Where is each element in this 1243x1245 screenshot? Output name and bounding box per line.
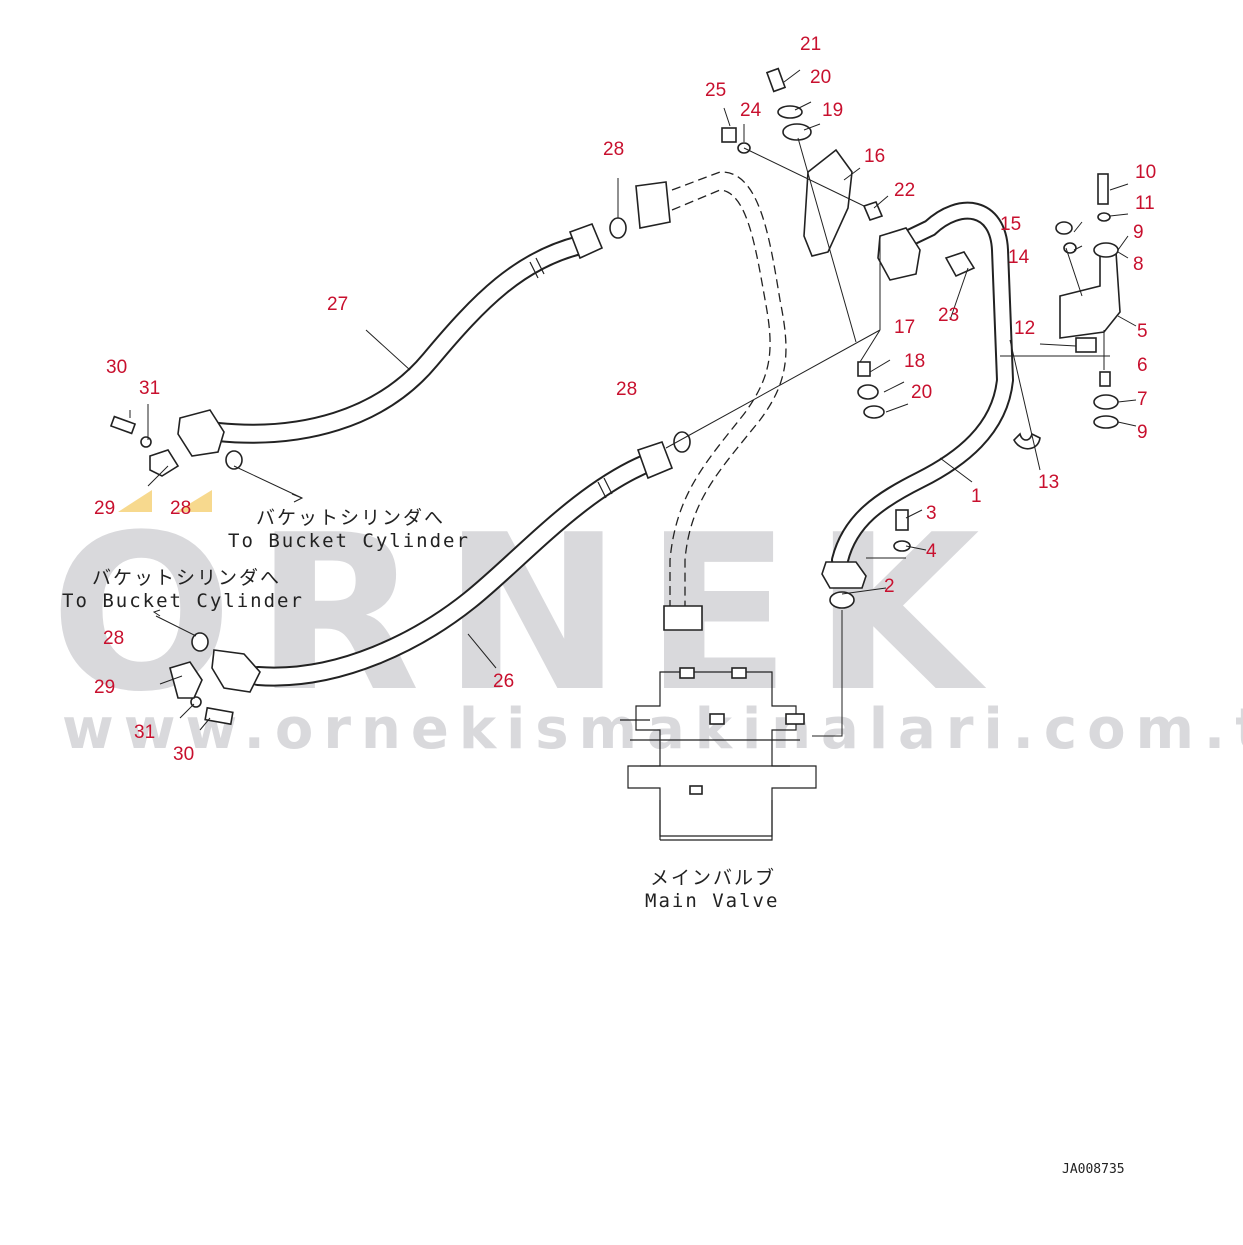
hose-27[interactable] [177, 222, 604, 457]
callout-2[interactable]: 2 [884, 576, 895, 597]
callout-15[interactable]: 15 [1000, 214, 1021, 235]
pipe-dashed [635, 171, 787, 631]
pipe-1[interactable] [821, 201, 1015, 589]
callout-22[interactable]: 22 [894, 180, 915, 201]
callout-3[interactable]: 3 [926, 503, 937, 524]
callout-29[interactable]: 29 [94, 677, 115, 698]
callout-25[interactable]: 25 [705, 80, 726, 101]
destination-labels: バケットシリンダへ To Bucket Cylinder バケットシリンダへ T… [62, 507, 779, 912]
bracket-5[interactable] [1059, 250, 1121, 339]
main-valve[interactable] [620, 667, 817, 841]
callout-1[interactable]: 1 [971, 486, 982, 507]
callout-16[interactable]: 16 [864, 146, 885, 167]
leader-lines [129, 69, 1137, 737]
main-valve-label-jp: メインバルブ [650, 866, 776, 889]
callout-28[interactable]: 28 [616, 379, 637, 400]
callout-31[interactable]: 31 [134, 722, 155, 743]
callout-19[interactable]: 19 [822, 100, 843, 121]
to-bucket-cylinder-jp: バケットシリンダへ [92, 567, 281, 589]
callout-14[interactable]: 14 [1008, 247, 1030, 268]
callout-20[interactable]: 20 [911, 382, 932, 403]
callout-18[interactable]: 18 [904, 351, 925, 372]
hose-end-fitting [568, 222, 604, 260]
callout-28[interactable]: 28 [103, 628, 124, 649]
main-valve-label-en: Main Valve [645, 890, 779, 912]
flange-block [877, 227, 921, 281]
callout-23[interactable]: 23 [938, 305, 959, 326]
bracket-16[interactable] [803, 148, 853, 257]
callout-12[interactable]: 12 [1014, 318, 1035, 339]
callout-17[interactable]: 17 [894, 317, 915, 338]
flange-block [635, 181, 671, 229]
callout-9[interactable]: 9 [1137, 422, 1148, 443]
callout-28[interactable]: 28 [170, 498, 191, 519]
highlight-mark [176, 490, 212, 512]
callout-21[interactable]: 21 [800, 34, 821, 55]
callout-13[interactable]: 13 [1038, 472, 1059, 493]
callout-30[interactable]: 30 [106, 357, 127, 378]
to-bucket-cylinder-jp: バケットシリンダへ [256, 507, 445, 529]
flange-fitting [211, 649, 261, 693]
callout-11[interactable]: 11 [1135, 193, 1155, 214]
drawing-code: JA008735 [1062, 1162, 1125, 1177]
callout-24[interactable]: 24 [740, 100, 762, 121]
hose-26[interactable] [211, 440, 674, 693]
callout-9[interactable]: 9 [1133, 222, 1144, 243]
callout-28[interactable]: 28 [603, 139, 624, 160]
watermark-brand: ORNEK [50, 488, 1002, 739]
highlight-mark [118, 490, 152, 512]
flange-fitting [821, 561, 867, 589]
hose-end-fitting [636, 440, 674, 480]
callout-20[interactable]: 20 [810, 67, 831, 88]
callouts: 21 20 25 24 19 28 16 22 10 11 15 9 14 8 … [94, 34, 1156, 765]
callout-30[interactable]: 30 [173, 744, 194, 765]
callout-5[interactable]: 5 [1137, 321, 1148, 342]
callout-8[interactable]: 8 [1133, 254, 1144, 275]
callout-29[interactable]: 29 [94, 498, 115, 519]
flange-block [663, 605, 703, 631]
callout-4[interactable]: 4 [926, 541, 937, 562]
callout-7[interactable]: 7 [1137, 389, 1148, 410]
callout-27[interactable]: 27 [327, 294, 348, 315]
to-bucket-cylinder-en: To Bucket Cylinder [62, 590, 304, 612]
callout-10[interactable]: 10 [1135, 162, 1156, 183]
callout-6[interactable]: 6 [1137, 355, 1148, 376]
to-bucket-cylinder-en: To Bucket Cylinder [228, 530, 470, 552]
callout-31[interactable]: 31 [139, 378, 160, 399]
flange-fitting [177, 409, 225, 457]
callout-26[interactable]: 26 [493, 671, 514, 692]
